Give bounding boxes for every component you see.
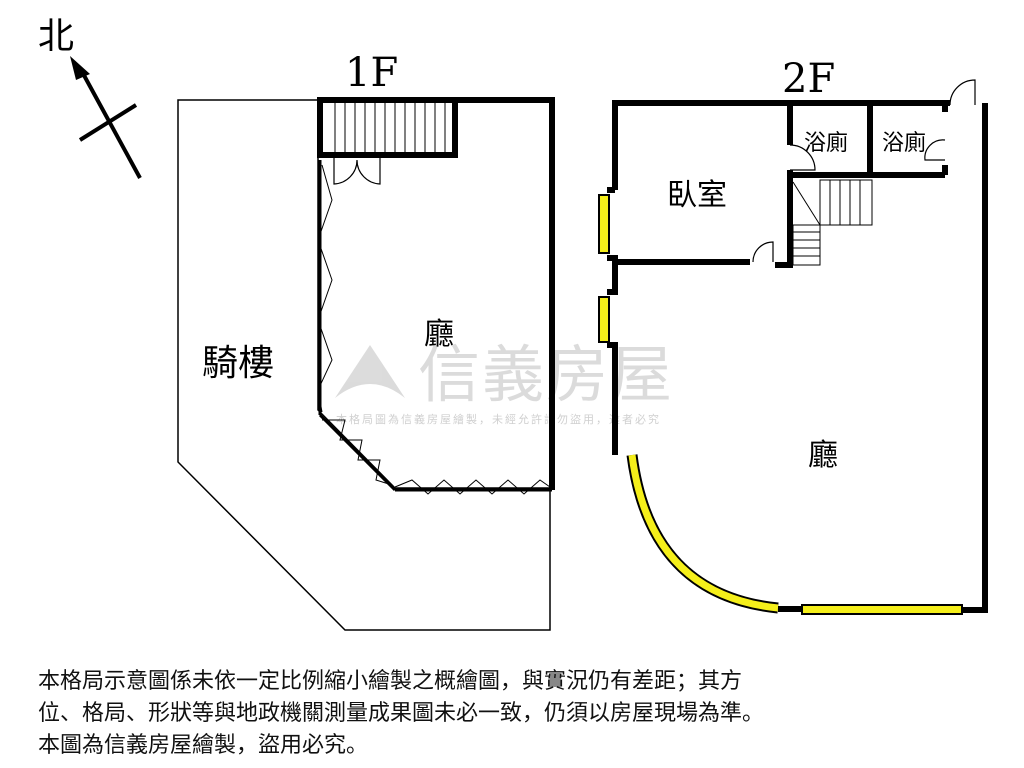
window-bedroom (598, 194, 610, 254)
door-bedroom-icon (752, 241, 774, 263)
stairs-2f (792, 179, 873, 266)
floor-1f: 1F 騎樓 廳 (177, 50, 555, 631)
bath1-label: 浴廁 (804, 131, 848, 156)
bedroom-label: 臥室 (667, 178, 727, 213)
disclaimer-caption: 本格局示意圖係未依一定比例縮小繪製之概繪圖，與實況仍有差距；其方 位、格局、形狀… (38, 666, 998, 762)
stairs-1f (317, 97, 458, 158)
hall-2f-label: 廳 (808, 438, 838, 473)
caption-line-3: 本圖為信義房屋繪製，盜用必究。 (38, 733, 369, 758)
floor-2f-title: 2F (782, 56, 835, 102)
north-arrow-icon: 北 (38, 16, 142, 179)
watermark-notice: 本格局圖為信義房屋繪製，未經允許請勿盜用，違者必究 (336, 412, 661, 426)
bath2-label: 浴廁 (882, 131, 926, 156)
window-bottom-1f (394, 479, 551, 495)
door-bath1-icon (789, 144, 816, 171)
watermark-logo-icon (335, 345, 405, 398)
arcade-label: 騎樓 (202, 343, 274, 384)
door-entry-icon (949, 79, 976, 106)
window-hall-left (598, 296, 610, 343)
window-bottom-2f (801, 604, 963, 615)
compass-label: 北 (38, 16, 74, 57)
caption-line-1: 本格局示意圖係未依一定比例縮小繪製之概繪圖，與實況仍有差距；其方 (38, 669, 743, 694)
hall-1f-walls (320, 97, 555, 490)
window-left-1f (317, 164, 333, 413)
caption-line-2: 位、格局、形狀等與地政機關測量成果圖未必一致，仍須以房屋現場為準。 (38, 701, 765, 726)
hall-1f-label: 廳 (424, 317, 454, 352)
floor-1f-title: 1F (345, 50, 398, 96)
window-diagonal-1f (322, 419, 393, 486)
door-bath2-icon (924, 139, 946, 161)
door-1f-icon (333, 158, 381, 185)
watermark: 信義房屋 本格局圖為信義房屋繪製，未經允許請勿盜用，違者必究 (335, 338, 674, 426)
watermark-brand: 信義房屋 (418, 338, 674, 411)
floor-2f: 2F 臥室 (598, 56, 988, 615)
